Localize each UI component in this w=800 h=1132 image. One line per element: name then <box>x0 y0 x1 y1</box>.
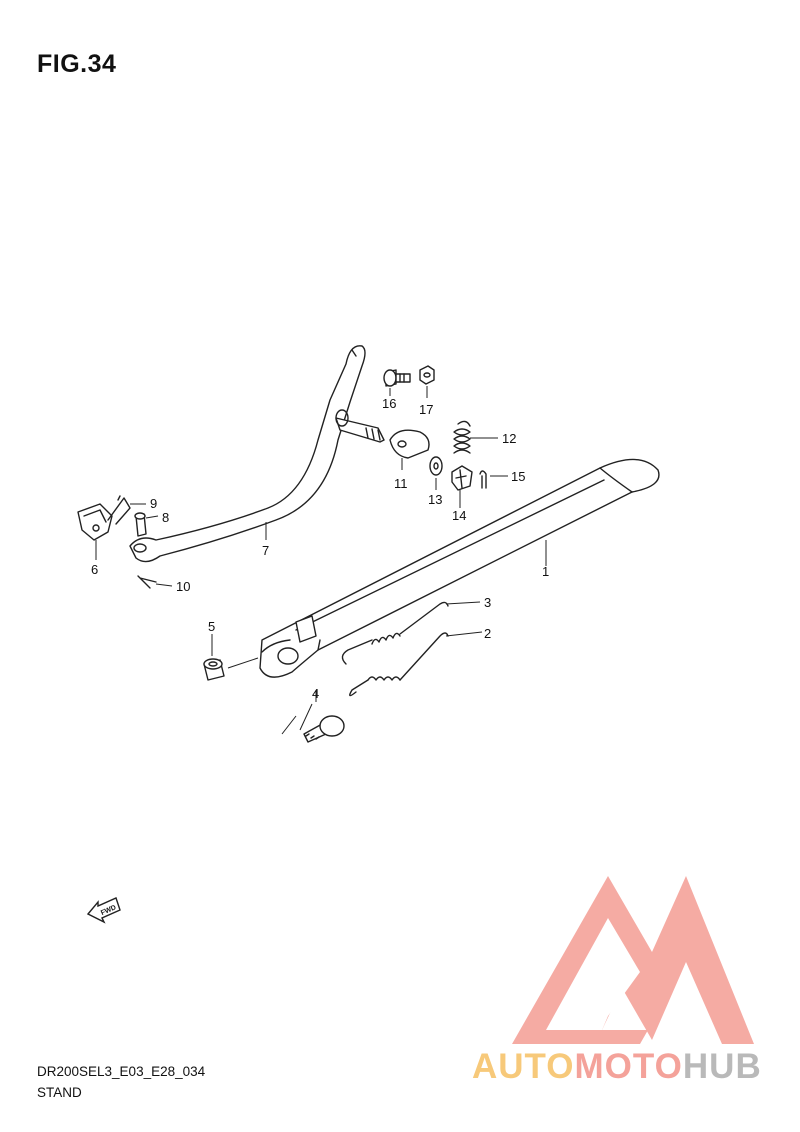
callout-9: 9 <box>150 496 157 511</box>
part-2-spring[interactable] <box>349 632 449 697</box>
callout-5: 5 <box>208 619 215 634</box>
callout-12: 12 <box>502 431 516 446</box>
part-10-cotter-pin[interactable] <box>137 575 157 589</box>
part-6-bracket[interactable] <box>77 503 113 541</box>
part-7-lever[interactable] <box>129 345 385 563</box>
part-12-spring[interactable] <box>453 420 471 454</box>
part-5-bushing[interactable] <box>203 658 225 681</box>
callout-3: 3 <box>484 595 491 610</box>
part-14-nut[interactable] <box>451 465 473 491</box>
watermark-logo-shape <box>512 876 754 1044</box>
callout-6: 6 <box>91 562 98 577</box>
callout-15: 15 <box>511 469 525 484</box>
brand-hub: HUB <box>682 1047 762 1086</box>
callout-2: 2 <box>484 626 491 641</box>
brand-moto: MOTO <box>574 1047 683 1086</box>
watermark-brand-text: AUTOMOTOHUB <box>472 1047 762 1087</box>
watermark-logo-icon <box>512 876 754 1044</box>
part-4-bolt[interactable] <box>281 703 345 743</box>
part-13-washer[interactable] <box>429 456 443 476</box>
callout-1: 1 <box>542 564 549 579</box>
figure-name: STAND <box>37 1085 82 1100</box>
leader-lines <box>95 386 547 702</box>
callout-4: 4 <box>312 686 319 701</box>
callout-8: 8 <box>162 510 169 525</box>
fwd-arrow-icon: FWD <box>86 897 121 924</box>
part-15-pin[interactable] <box>479 470 487 489</box>
callout-16: 16 <box>382 396 396 411</box>
part-8-pin[interactable] <box>134 512 147 537</box>
figure-code: DR200SEL3_E03_E28_034 <box>37 1064 206 1079</box>
part-3-spring[interactable] <box>341 601 449 665</box>
callout-17: 17 <box>419 402 433 417</box>
callout-14: 14 <box>452 508 466 523</box>
part-1-side-stand[interactable] <box>259 458 660 678</box>
brand-auto: AUTO <box>472 1047 575 1086</box>
part-9-clip[interactable] <box>107 495 131 525</box>
part-16-bolt[interactable] <box>383 369 411 387</box>
part-11-plate[interactable] <box>389 429 430 470</box>
callout-numbers: 1 2 3 4 5 6 7 8 9 10 11 12 13 14 15 16 1… <box>91 396 549 701</box>
callout-11: 11 <box>394 476 408 491</box>
callout-10: 10 <box>176 579 190 594</box>
part-17-nut[interactable] <box>419 365 435 385</box>
figure-title: FIG.34 <box>37 50 117 78</box>
callout-13: 13 <box>428 492 442 507</box>
callout-7: 7 <box>262 543 269 558</box>
